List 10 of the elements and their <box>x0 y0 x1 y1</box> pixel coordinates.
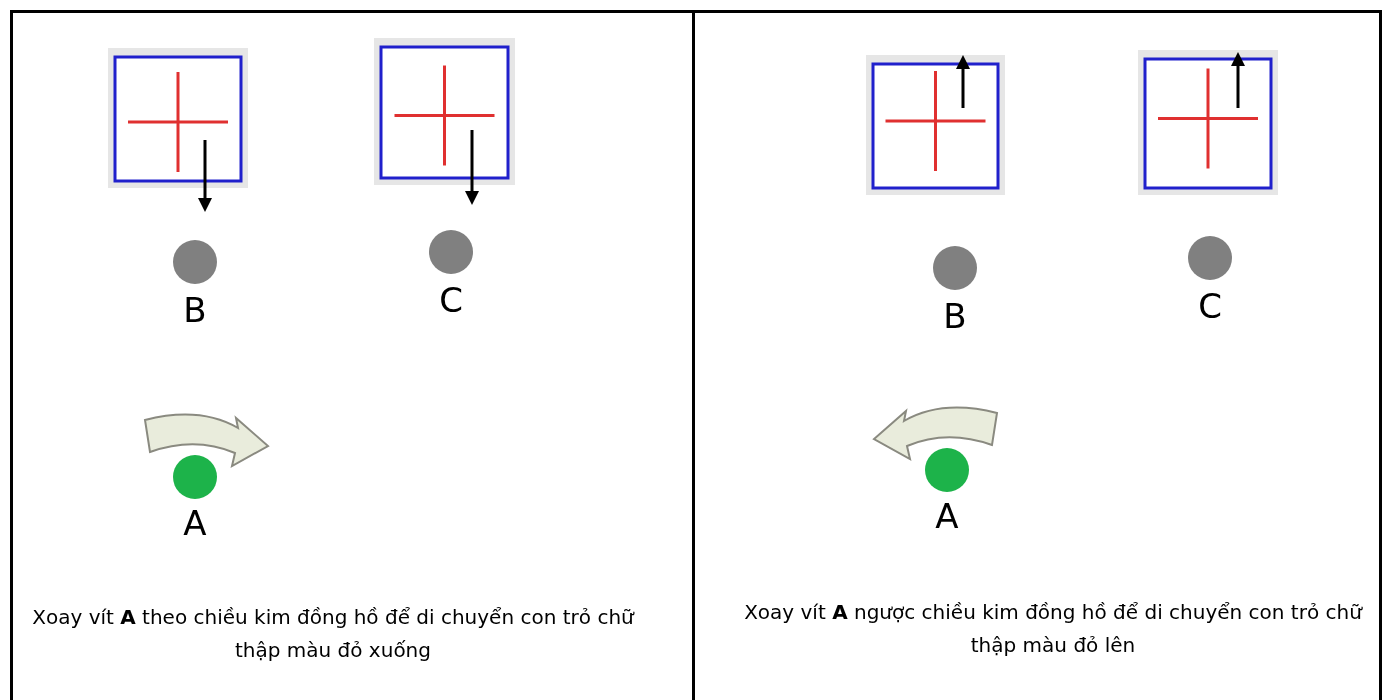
screw-label: A <box>934 496 960 536</box>
screw-label: C <box>1197 286 1223 326</box>
screw-label: C <box>438 280 464 320</box>
panel <box>692 10 1382 700</box>
screw-label: A <box>182 503 208 543</box>
screw-label: B <box>942 296 968 336</box>
instruction-text: Xoay vít A ngược chiều kim đồng hồ để di chuyển con trỏ chữ thập màu đỏ lên <box>743 599 1364 659</box>
panel <box>10 10 695 700</box>
instruction-text: Xoay vít A theo chiều kim đồng hồ để di chuyển con trỏ chữ thập màu đỏ xuống <box>31 604 636 664</box>
screw-label: B <box>182 290 208 330</box>
